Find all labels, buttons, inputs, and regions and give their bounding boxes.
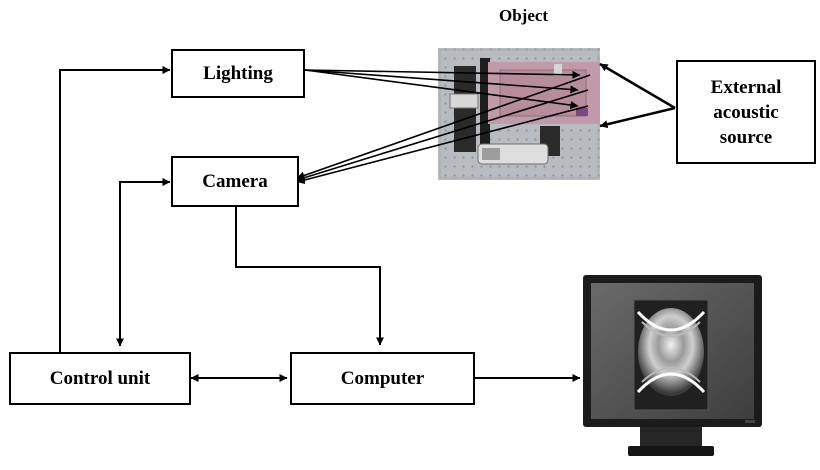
external-source-line-3: source (719, 126, 773, 148)
monitor-icon (583, 275, 762, 456)
control-camera-arrow (116, 178, 171, 347)
external-acoustic-source-box: External acoustic source (676, 60, 816, 164)
object-label: Object (499, 6, 549, 25)
reflected-ray-3 (296, 105, 589, 184)
light-ray-3 (304, 69, 579, 109)
acoustic-arrow-1 (599, 62, 676, 110)
connectors (59, 62, 676, 382)
external-source-line-1: External (710, 76, 782, 98)
object-photo (438, 48, 600, 180)
light-ray-2 (304, 69, 579, 94)
control-unit-box: Control unit (9, 352, 191, 405)
light-ray-1 (304, 69, 581, 79)
computer-box: Computer (290, 352, 475, 405)
lighting-box: Lighting (171, 49, 305, 98)
external-source-line-2: acoustic (713, 101, 779, 123)
acoustic-arrow-2 (599, 106, 676, 129)
camera-to-computer-arrow (235, 206, 384, 346)
reflected-ray-1 (296, 74, 591, 180)
reflected-ray-2 (296, 89, 589, 182)
control-to-lighting-arrow (59, 66, 171, 352)
camera-box: Camera (171, 156, 299, 207)
